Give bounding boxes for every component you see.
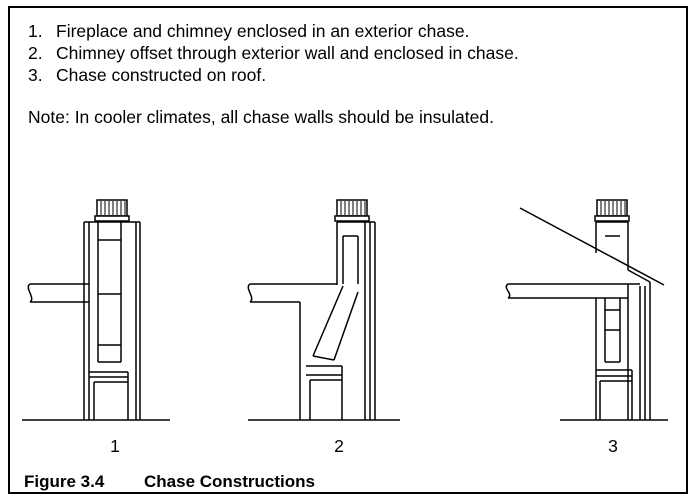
note-item-1: 1. Fireplace and chimney enclosed in an e… [28,20,678,42]
figure-caption: Figure 3.4 Chase Constructions [24,472,315,492]
figure-title: Chase Constructions [144,472,315,491]
chimney-cap-icon [594,199,630,222]
note-number: 3. [28,65,43,85]
chase-diagram-3 [505,199,668,421]
note-text: Chase constructed on roof. [56,65,267,85]
figure-number: Figure 3.4 [24,472,105,491]
note-item-2: 2. Chimney offset through exterior wall a… [28,42,678,64]
chimney-cap-icon [94,199,130,222]
diagram-label-3: 3 [608,436,618,456]
note-text: Chimney offset through exterior wall and… [56,43,519,63]
diagram-label-2: 2 [334,436,344,456]
chase-diagram-1 [22,199,170,421]
chase-diagram-2 [247,199,400,421]
notes-block: 1. Fireplace and chimney enclosed in an e… [28,20,678,128]
diagram-label-1: 1 [110,436,120,456]
insulation-remark: Note: In cooler climates, all chase wall… [28,107,494,127]
chimney-cap-icon [334,199,370,222]
note-text: Fireplace and chimney enclosed in an ext… [56,21,470,41]
note-number: 2. [28,43,43,63]
note-number: 1. [28,21,43,41]
note-item-3: 3. Chase constructed on roof. [28,64,678,86]
